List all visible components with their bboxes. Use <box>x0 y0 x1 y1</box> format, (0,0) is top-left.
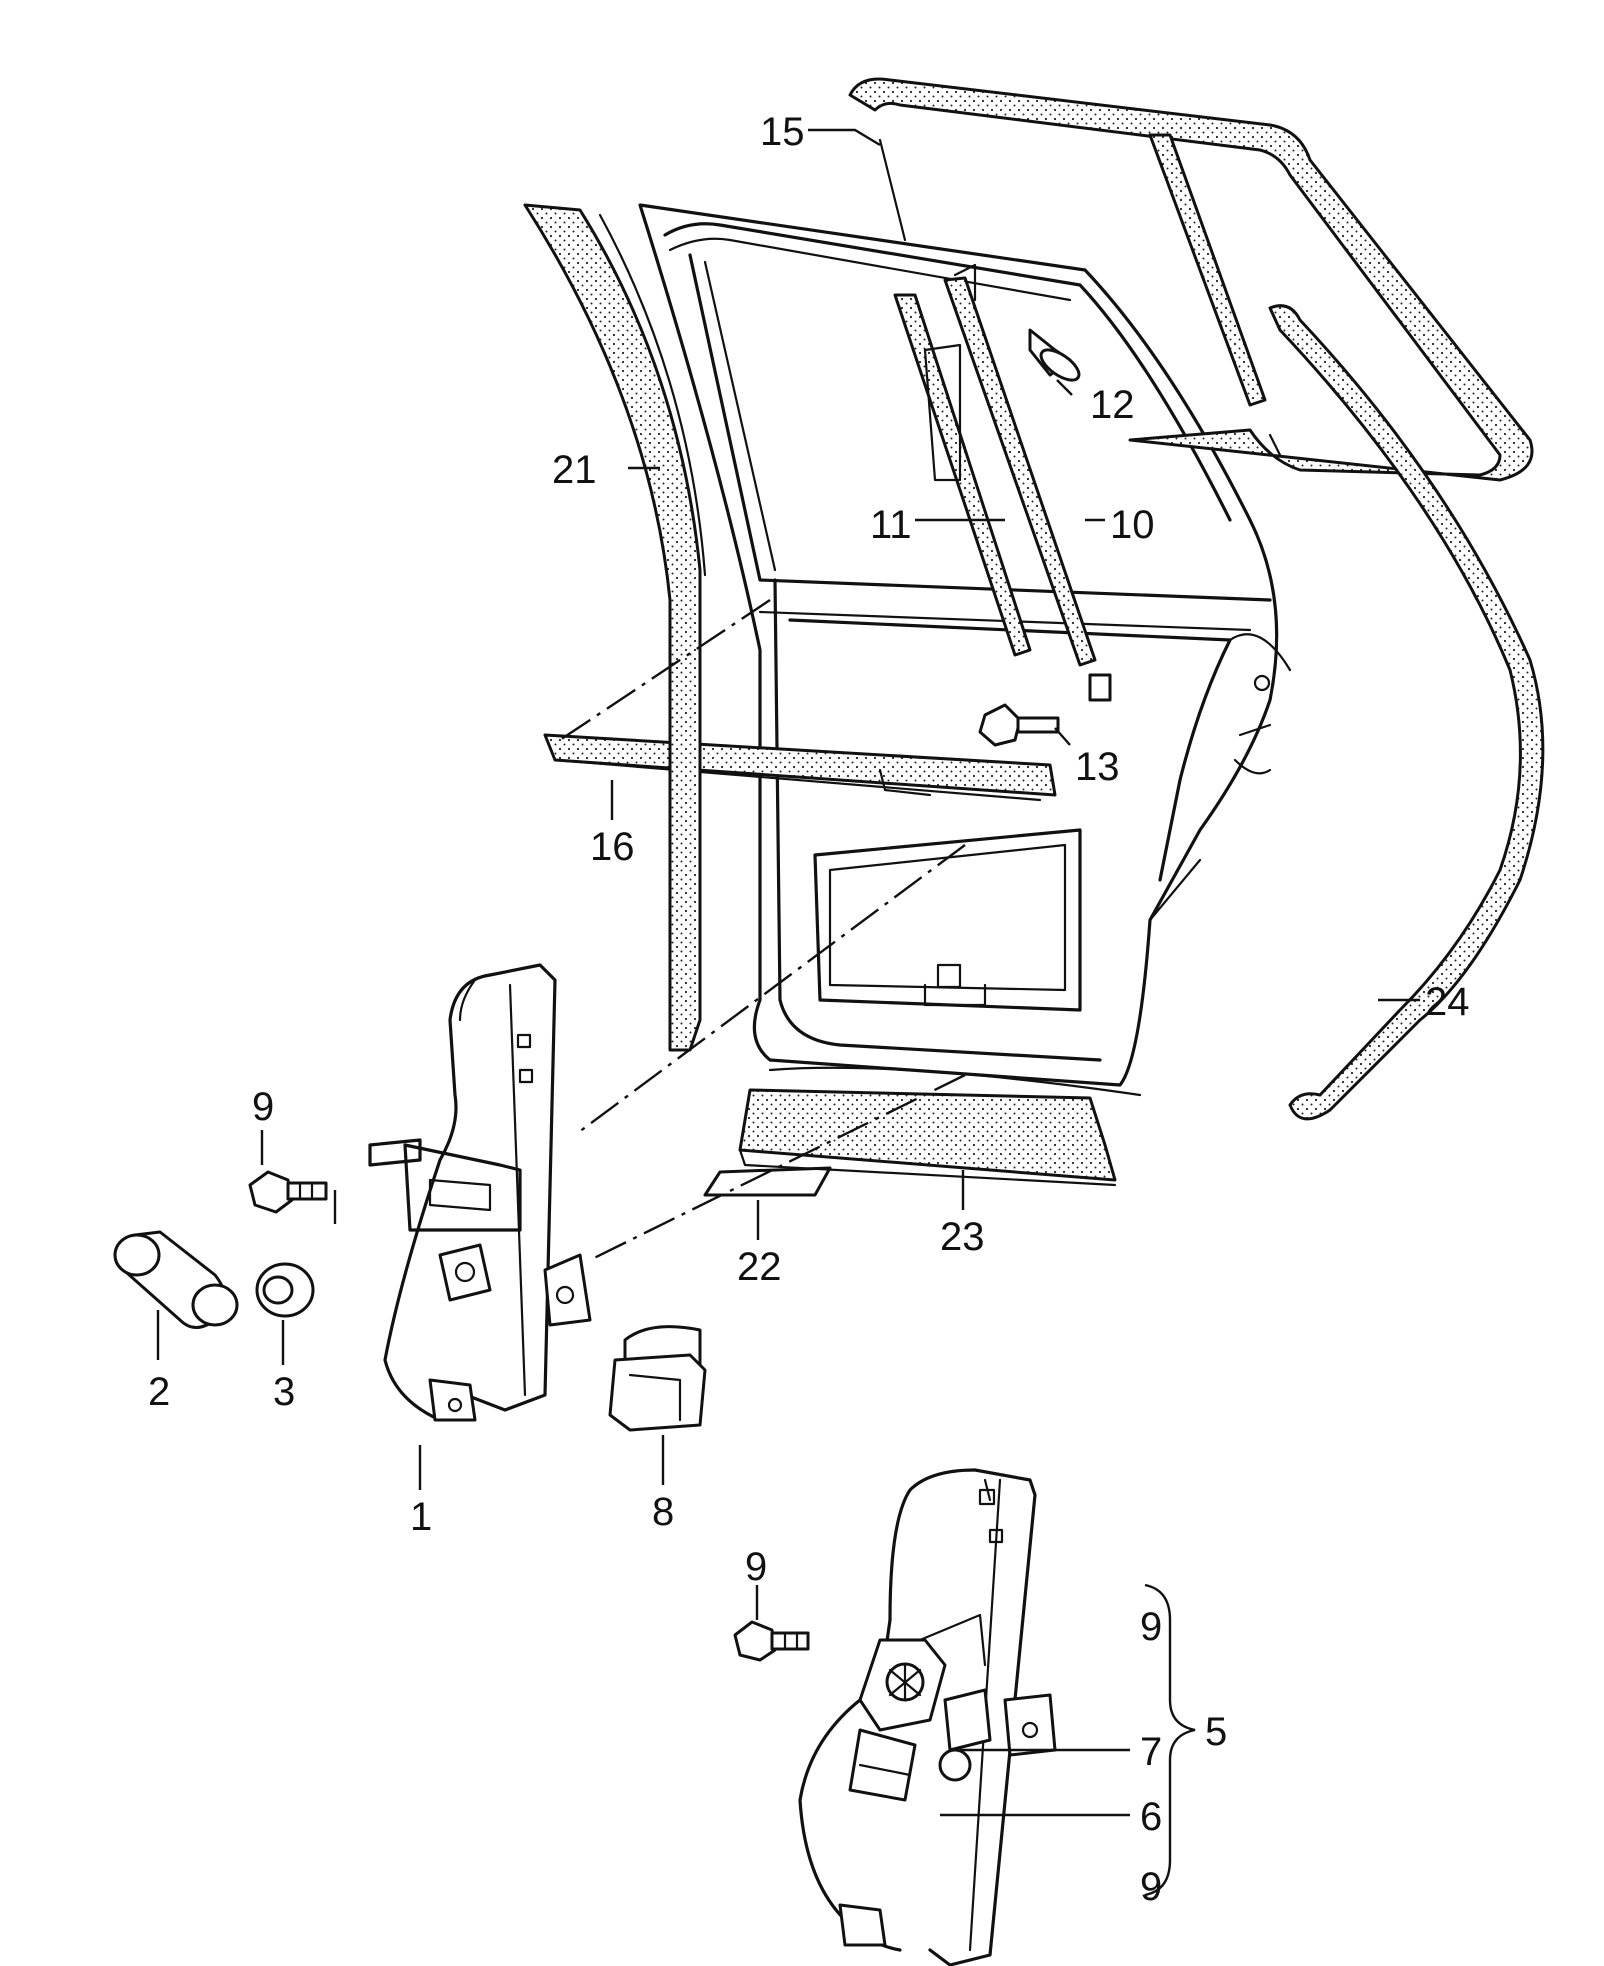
label-9-bracket-top: 9 <box>1140 1605 1162 1649</box>
bolt-9-upper <box>248 1170 328 1214</box>
label-9-lower: 9 <box>745 1545 767 1589</box>
label-9-upper: 9 <box>252 1085 274 1129</box>
clip-12 <box>1028 328 1081 382</box>
label-8: 8 <box>652 1490 674 1534</box>
label-24: 24 <box>1425 980 1470 1024</box>
label-5: 5 <box>1205 1710 1227 1754</box>
label-23: 23 <box>940 1215 985 1259</box>
label-9-bracket-bottom: 9 <box>1140 1865 1162 1909</box>
label-7: 7 <box>1140 1730 1162 1774</box>
label-1: 1 <box>410 1495 432 1539</box>
cover-8 <box>608 1325 707 1432</box>
washer-3 <box>255 1262 315 1318</box>
pad-22 <box>703 1166 832 1197</box>
door-seal-24 <box>1268 304 1545 1121</box>
label-6: 6 <box>1140 1795 1162 1839</box>
crank-handle-2 <box>113 1230 239 1329</box>
callout-labels: 15 12 21 11 10 13 16 24 9 22 23 2 3 1 8 … <box>148 110 1470 1909</box>
label-12: 12 <box>1090 383 1135 427</box>
label-3: 3 <box>273 1370 295 1414</box>
label-10: 10 <box>1110 503 1155 547</box>
regulator-assembly-5 <box>798 1468 1057 1966</box>
window-seal-15 <box>848 77 1534 482</box>
window-regulator-1 <box>368 963 592 1422</box>
waist-strip-16 <box>543 733 1057 802</box>
label-16: 16 <box>590 825 635 869</box>
label-15: 15 <box>760 110 805 154</box>
label-21: 21 <box>552 448 597 492</box>
leader-lines <box>156 128 1420 1897</box>
label-2: 2 <box>148 1370 170 1414</box>
door-shell <box>638 203 1292 1097</box>
window-channels <box>893 263 1112 702</box>
label-22: 22 <box>737 1245 782 1289</box>
label-11: 11 <box>870 503 912 547</box>
label-13: 13 <box>1075 745 1120 789</box>
bolt-13 <box>978 703 1060 747</box>
construction-lines <box>333 599 966 1262</box>
sill-strip-23 <box>738 1088 1117 1187</box>
bolt-9-lower <box>733 1620 810 1662</box>
